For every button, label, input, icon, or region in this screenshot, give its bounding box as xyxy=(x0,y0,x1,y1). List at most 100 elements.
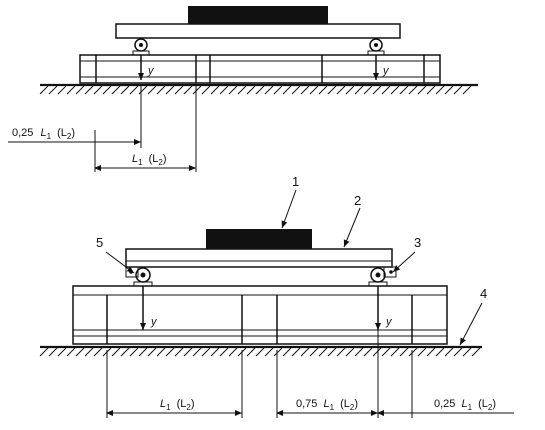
ground-hatch-line xyxy=(390,85,400,95)
ground-hatch-line xyxy=(120,347,130,357)
bottom-left-y-label: y xyxy=(150,316,158,328)
ground-hatch-line xyxy=(111,347,121,357)
ground-hatch-line xyxy=(129,85,139,95)
ground-hatch-line xyxy=(291,347,301,357)
ground-hatch-line xyxy=(219,85,229,95)
ground-hatch-line xyxy=(57,347,67,357)
ground-hatch-line xyxy=(255,85,265,95)
ground-hatch-line xyxy=(318,347,328,357)
ground-hatch-line xyxy=(93,85,103,95)
top-ground xyxy=(39,83,478,95)
ground-hatch-line xyxy=(93,347,103,357)
svg-text:L1 (L2): L1 (L2) xyxy=(160,398,195,413)
ground-hatch-line xyxy=(156,85,166,95)
ground-hatch-line xyxy=(264,85,274,95)
ground-hatch-line xyxy=(291,85,301,95)
ground-hatch-line xyxy=(84,347,94,357)
ground-hatch-line xyxy=(120,85,130,95)
ground-hatch-line xyxy=(426,85,436,95)
ground-hatch-line xyxy=(66,347,76,357)
top-left-y-label: y xyxy=(147,65,155,77)
ground-hatch-line xyxy=(435,85,445,95)
ground-hatch-line xyxy=(102,85,112,95)
svg-text:L1 (L2): L1 (L2) xyxy=(132,153,167,168)
ground-hatch-line xyxy=(75,85,85,95)
top-right-bearing xyxy=(367,38,385,56)
ground-hatch-line xyxy=(300,85,310,95)
svg-text:4: 4 xyxy=(480,286,487,301)
ground-hatch-line xyxy=(282,85,292,95)
bottom-left-bearing xyxy=(133,267,153,287)
bottom-dim-span: L1 (L2) xyxy=(106,398,242,416)
ground-hatch-line xyxy=(192,85,202,95)
ground-hatch-line xyxy=(318,85,328,95)
ground-hatch-line xyxy=(210,347,220,357)
svg-text:1: 1 xyxy=(292,174,299,189)
bottom-dim-075: 0,75 L1 (L2) xyxy=(276,398,378,416)
ground-hatch-line xyxy=(57,85,67,95)
ground-hatch-line xyxy=(453,85,463,95)
ground-hatch-line xyxy=(336,347,346,357)
bottom-ground xyxy=(39,345,482,357)
ground-hatch-line xyxy=(471,347,481,357)
ground-hatch-line xyxy=(372,85,382,95)
svg-text:2: 2 xyxy=(354,193,361,208)
ground-hatch-line xyxy=(282,347,292,357)
top-test-beam xyxy=(115,23,401,39)
ground-hatch-line xyxy=(444,347,454,357)
ground-hatch-line xyxy=(129,347,139,357)
ground-hatch-line xyxy=(444,85,454,95)
ground-hatch-line xyxy=(228,85,238,95)
ground-hatch-line xyxy=(354,85,364,95)
bottom-dim-025: 0,25 L1 (L2) xyxy=(377,398,514,416)
ground-hatch-line xyxy=(138,85,148,95)
ground-hatch-line xyxy=(309,347,319,357)
ground-hatch-line xyxy=(381,347,391,357)
callout-2: 2 xyxy=(343,193,361,248)
bottom-test-beam xyxy=(125,248,393,268)
ground-hatch-line xyxy=(462,85,472,95)
top-figure: y y 0,25 L1 (L2) L1 (L2) xyxy=(8,6,478,172)
ground-hatch-line xyxy=(174,85,184,95)
ground-hatch-line xyxy=(75,347,85,357)
ground-hatch-line xyxy=(327,85,337,95)
svg-text:3: 3 xyxy=(414,235,421,250)
callout-4: 4 xyxy=(459,286,487,346)
ground-hatch-line xyxy=(399,85,409,95)
bottom-figure: y y 1 2 3 4 5 xyxy=(39,174,514,418)
ground-hatch-line xyxy=(399,347,409,357)
ground-hatch-line xyxy=(219,347,229,357)
ground-hatch-line xyxy=(228,347,238,357)
ground-hatch-line xyxy=(201,85,211,95)
ground-hatch-line xyxy=(264,347,274,357)
ground-hatch-line xyxy=(39,347,49,357)
ground-hatch-line xyxy=(156,347,166,357)
ground-hatch-line xyxy=(111,85,121,95)
ground-hatch-line xyxy=(147,347,157,357)
ground-hatch-line xyxy=(165,85,175,95)
ground-hatch-line xyxy=(48,85,58,95)
top-dim-span: L1 (L2) xyxy=(94,153,196,171)
ground-hatch-line xyxy=(336,85,346,95)
ground-hatch-line xyxy=(237,85,247,95)
ground-hatch-line xyxy=(84,85,94,95)
svg-text:0,25 L1 (L2): 0,25 L1 (L2) xyxy=(12,127,75,142)
ground-hatch-line xyxy=(192,347,202,357)
ground-hatch-line xyxy=(417,347,427,357)
ground-hatch-line xyxy=(246,347,256,357)
ground-hatch-line xyxy=(381,85,391,95)
svg-text:0,75 L1 (L2): 0,75 L1 (L2) xyxy=(296,398,358,413)
ground-hatch-line xyxy=(390,347,400,357)
ground-hatch-line xyxy=(300,347,310,357)
ground-hatch-line xyxy=(462,347,472,357)
ground-hatch-line xyxy=(408,85,418,95)
ground-hatch-line xyxy=(435,347,445,357)
ground-hatch-line xyxy=(408,347,418,357)
ground-hatch-line xyxy=(345,347,355,357)
ground-hatch-line xyxy=(363,85,373,95)
ground-hatch-line xyxy=(138,347,148,357)
ground-hatch-line xyxy=(183,347,193,357)
ground-hatch-line xyxy=(354,347,364,357)
ground-hatch-line xyxy=(48,347,58,357)
ground-hatch-line xyxy=(165,347,175,357)
